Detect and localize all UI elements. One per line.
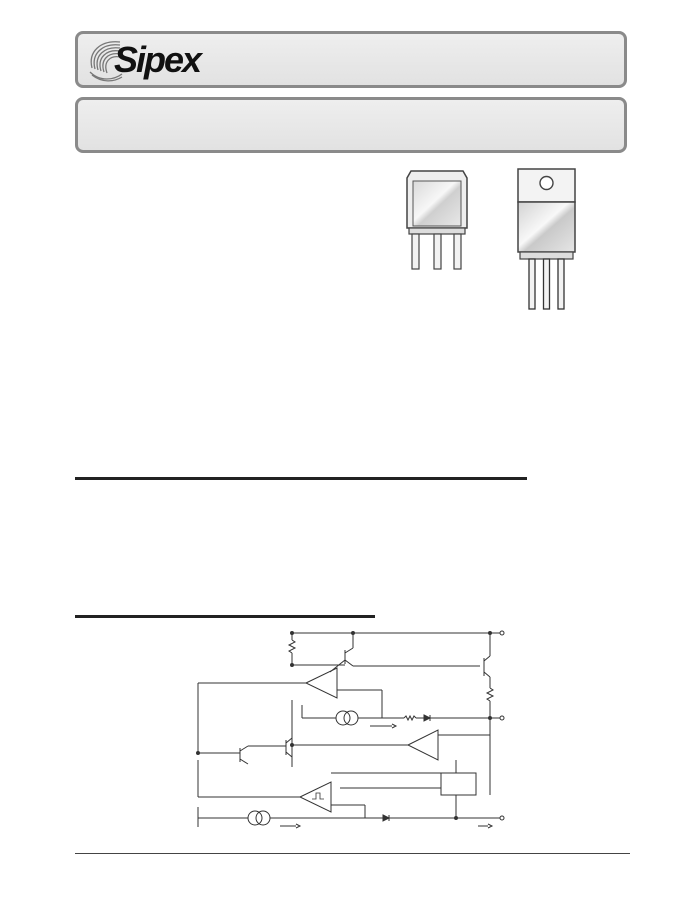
to-220-package-icon <box>517 168 576 310</box>
section-divider <box>75 477 527 480</box>
footer-divider <box>75 853 630 854</box>
section-divider <box>75 615 375 618</box>
header-banner: Sipex <box>75 31 627 88</box>
sipex-swoosh-icon <box>89 41 123 82</box>
to-263-package-icon <box>406 170 468 270</box>
sipex-logo: Sipex <box>86 38 206 82</box>
logo-text: Sipex <box>114 39 202 80</box>
title-banner <box>75 97 627 153</box>
